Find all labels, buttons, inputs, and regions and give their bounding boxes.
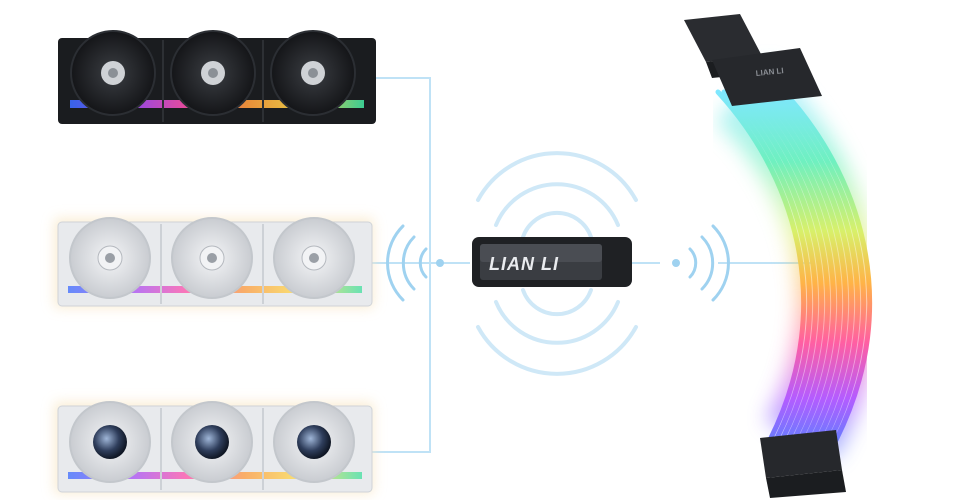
cable-top-connector: LIAN LI <box>684 14 822 106</box>
wifi-waves-right-icon <box>672 224 730 302</box>
fan-transparent-1 <box>69 401 151 483</box>
cable-brand-label: LIAN LI <box>755 66 784 78</box>
fan-white-2 <box>171 217 253 299</box>
wireless-dongle: LIAN LI <box>472 237 632 287</box>
wifi-waves-left-icon <box>386 224 444 302</box>
fan-black-2 <box>170 30 256 116</box>
fan-group-white-transparent <box>54 401 374 494</box>
fan-white-1 <box>69 217 151 299</box>
wifi-waves-top-icon <box>476 151 638 239</box>
cable-bottom-connector <box>760 430 846 498</box>
fan-group-white <box>54 217 374 308</box>
fan-transparent-2 <box>171 401 253 483</box>
fan-black-1 <box>70 30 156 116</box>
fan-white-3 <box>273 217 355 299</box>
rgb-extension-cable: LIAN LI <box>684 14 878 498</box>
fan-transparent-3 <box>273 401 355 483</box>
connector-line-top-fan <box>368 77 431 453</box>
fan-group-black <box>58 30 376 124</box>
wifi-waves-bottom-icon <box>476 288 638 376</box>
dongle-brand-label: LIAN LI <box>489 254 559 274</box>
fan-black-3 <box>270 30 356 116</box>
